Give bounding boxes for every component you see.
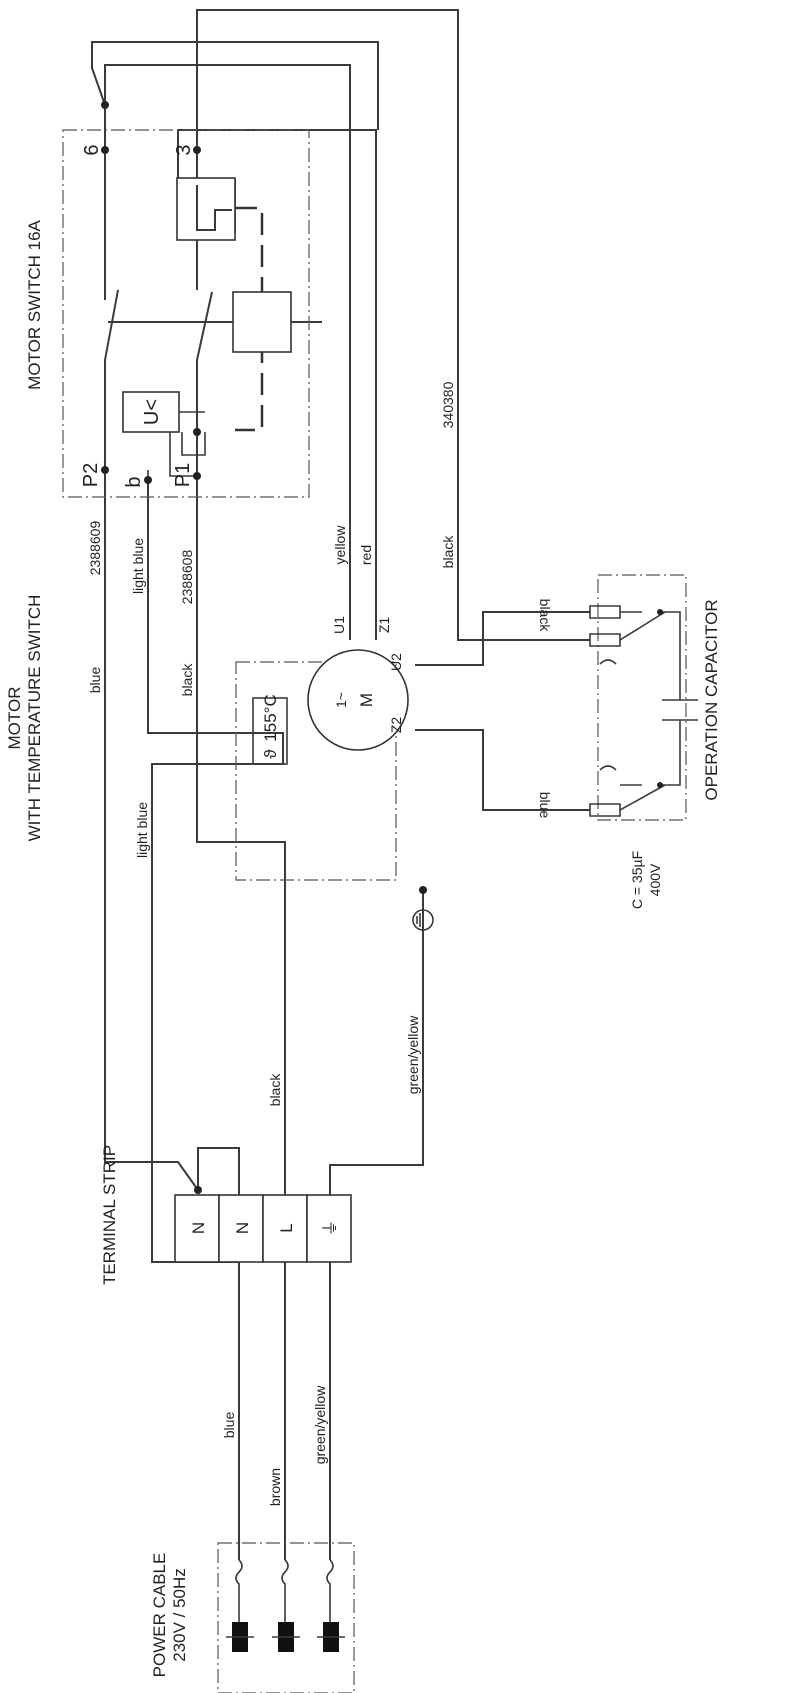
capacitor-value: C = 35µF — [629, 851, 645, 909]
cap-connector-3 — [589, 803, 621, 817]
motor-terminal-z1: Z1 — [376, 617, 392, 634]
motor-letter: M — [357, 693, 376, 707]
wire-switch-loop — [91, 41, 379, 130]
wire-black-2388608 — [196, 470, 286, 1355]
switch-terminal-3: 3 — [173, 144, 195, 155]
undervoltage-label: U< — [141, 399, 163, 425]
cap-dot-2 — [657, 782, 663, 788]
wire-motor-u2 — [415, 611, 590, 666]
label-green-yellow-lower: green/yellow — [405, 1015, 421, 1094]
label-light-blue-left: light blue — [134, 802, 150, 858]
heading-motor-line1: MOTOR — [5, 687, 24, 750]
terminal-label-n2: N — [233, 1222, 252, 1234]
motor-terminal-z2: Z2 — [388, 717, 404, 734]
plug-stems — [226, 1600, 345, 1638]
label-blue-cable: blue — [221, 1412, 237, 1439]
terminal-block-l — [262, 1194, 308, 1263]
terminal-label-n1: N — [189, 1222, 208, 1234]
enclosures — [62, 129, 687, 1693]
switch-labels: 6 3 P2 b P1 U< — [80, 144, 195, 487]
cap-hook-1 — [599, 659, 617, 665]
label-yellow: yellow — [332, 525, 348, 565]
cap-hook-2 — [599, 765, 617, 771]
wire-light-blue-left — [151, 763, 250, 1263]
overcurrent-element — [196, 185, 232, 231]
thermal-switch-box — [252, 697, 288, 765]
terminal-label-l: L — [277, 1223, 296, 1232]
label-light-blue-top: light blue — [130, 538, 146, 594]
label-red: red — [358, 545, 374, 565]
headings: MOTOR SWITCH 16A MOTOR WITH TEMPERATURE … — [5, 219, 721, 1677]
label-2388608: 2388608 — [179, 550, 195, 605]
motor-switch-enclosure — [62, 129, 310, 498]
label-brown-cable: brown — [267, 1468, 283, 1506]
terminal-block-ground — [306, 1194, 352, 1263]
label-black-lower: black — [267, 1073, 283, 1107]
switch-internals — [122, 177, 292, 433]
label-black-right: black — [440, 535, 456, 569]
heading-power-cable-line1: POWER CABLE — [150, 1553, 169, 1678]
cap-dot-1 — [657, 609, 663, 615]
switch-actuator — [232, 291, 292, 353]
ground-circle — [412, 909, 434, 931]
motor-enclosure — [235, 661, 397, 881]
label-black-mid: black — [179, 663, 195, 697]
heading-operation-capacitor: OPERATION CAPACITOR — [702, 599, 721, 800]
switch-terminal-p2: P2 — [80, 463, 102, 487]
terminal-strip: N N L ⏚ — [174, 1194, 352, 1263]
cap-connector-1 — [589, 633, 621, 647]
switch-terminal-p1: P1 — [172, 463, 194, 487]
junction — [101, 466, 109, 474]
capacitor-voltage: 400V — [647, 863, 663, 896]
label-blue-top: blue — [87, 667, 103, 694]
junction — [101, 146, 109, 154]
wire-motor-z2 — [415, 729, 590, 811]
junction — [144, 476, 152, 484]
terminal-block-n1 — [174, 1194, 220, 1263]
wires — [91, 9, 698, 1600]
motor-terminal-u1: U1 — [331, 616, 347, 634]
label-green-yellow-cable: green/yellow — [312, 1385, 328, 1464]
switch-terminal-6: 6 — [81, 144, 103, 155]
heading-motor-line2: WITH TEMPERATURE SWITCH — [25, 595, 44, 842]
heading-terminal-strip: TERMINAL STRIP — [100, 1145, 119, 1285]
plugs — [226, 1600, 345, 1652]
heading-power-cable-line2: 230V / 50Hz — [170, 1568, 189, 1662]
ground-symbol — [412, 909, 434, 931]
junction — [194, 1186, 202, 1194]
wire-blue-2388609 — [104, 470, 199, 1191]
thermal-switch-rating: 155°C — [261, 694, 280, 741]
motor-phase: 1~ — [333, 692, 349, 708]
junction — [101, 101, 109, 109]
capacitor: C = 35µF 400V — [589, 605, 663, 909]
wire-green-yellow — [329, 890, 424, 1195]
junction — [419, 886, 427, 894]
label-340380: 340380 — [440, 381, 456, 428]
junction — [193, 428, 201, 436]
junction — [193, 472, 201, 480]
heading-motor-switch: MOTOR SWITCH 16A — [25, 219, 44, 389]
switch-terminal-b: b — [123, 476, 145, 487]
label-cap-black: black — [537, 599, 553, 633]
ground-icon — [416, 911, 424, 929]
label-2388609: 2388609 — [87, 521, 103, 576]
power-cable-enclosure — [217, 1542, 355, 1693]
cable-wiggles — [235, 1559, 334, 1600]
capacitor-wiring — [619, 611, 698, 811]
switch-contact-left — [104, 150, 119, 470]
junctions — [101, 101, 427, 1194]
wire-black-340380 — [196, 9, 590, 641]
motor-terminal-u2: U2 — [388, 653, 404, 671]
terminal-label-ground: ⏚ — [321, 1220, 340, 1237]
motor: M 1~ U1 Z1 U2 Z2 155°C ϑ — [252, 616, 409, 765]
label-cap-blue: blue — [537, 792, 553, 819]
thermal-switch-symbol: ϑ — [261, 749, 280, 759]
cap-connector-2 — [589, 605, 621, 619]
wire-labels: blue 2388609 light blue 2388608 black ye… — [87, 381, 553, 1506]
capacitor-enclosure — [597, 574, 687, 821]
motor-symbol — [307, 649, 409, 751]
junction — [193, 146, 201, 154]
